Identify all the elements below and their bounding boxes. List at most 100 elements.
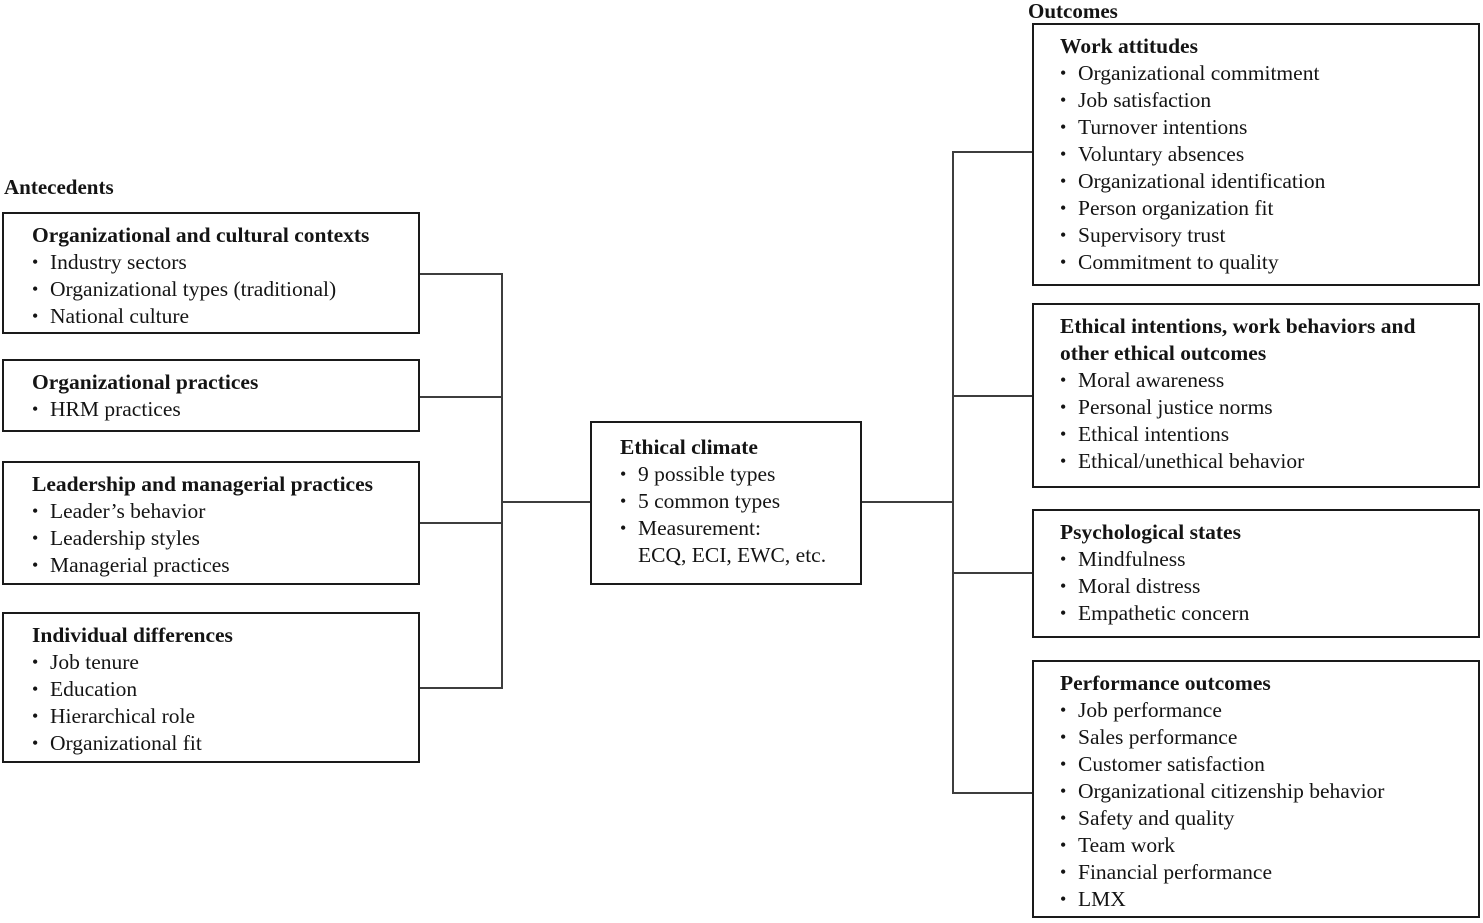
bullet-item: •Job performance: [1060, 697, 1466, 724]
bullet-item: •HRM practices: [32, 396, 406, 423]
bullet-text: Empathetic concern: [1078, 601, 1250, 625]
bullet-icon: •: [620, 464, 627, 484]
bullet-text: Organizational fit: [50, 731, 202, 755]
box-work-attitudes: Work attitudes •Organizational commitmen…: [1032, 23, 1480, 286]
bullet-item: •Financial performance: [1060, 859, 1466, 886]
box-ethical-climate: Ethical climate •9 possible types•5 comm…: [590, 421, 862, 585]
bullet-text: Ethical intentions: [1078, 422, 1230, 446]
connector-line: [862, 501, 953, 503]
box-title: Organizational practices: [32, 370, 259, 394]
bullet-item: • Industry sectors: [32, 249, 406, 276]
box-organizational-cultural-contexts: Organizational and cultural contexts • In…: [2, 212, 420, 334]
bullet-icon: •: [1060, 808, 1067, 828]
bullet-text: Job performance: [1078, 698, 1222, 722]
box-title: Individual differences: [32, 623, 233, 647]
bullet-icon: •: [1060, 397, 1067, 417]
left-trunk-line: [501, 273, 503, 689]
bullet-item: •Turnover intentions: [1060, 114, 1466, 141]
bullet-item: •Organizational types (traditional): [32, 276, 406, 303]
bullet-list: •HRM practices: [32, 396, 406, 423]
bullet-item: •Organizational commitment: [1060, 60, 1466, 87]
bullet-text: Industry sectors: [50, 250, 187, 274]
bullet-text: Organizational commitment: [1078, 61, 1320, 85]
connector-line: [954, 395, 1032, 397]
bullet-item: •Leadership styles: [32, 525, 406, 552]
bullet-item: •Voluntary absences: [1060, 141, 1466, 168]
bullet-item: •Managerial practices: [32, 552, 406, 579]
bullet-icon: •: [1060, 171, 1067, 191]
bullet-item: • Ethical intentions: [1060, 421, 1466, 448]
bullet-text: Hierarchical role: [50, 704, 196, 728]
bullet-icon: •: [32, 252, 39, 272]
bullet-item: •Supervisory trust: [1060, 222, 1466, 249]
bullet-icon: •: [1060, 603, 1067, 623]
bullet-item: •Person organization fit: [1060, 195, 1466, 222]
bullet-icon: •: [1060, 252, 1067, 272]
box-title: Performance outcomes: [1060, 671, 1271, 695]
bullet-text: Organizational identification: [1078, 169, 1326, 193]
bullet-text: Moral awareness: [1078, 368, 1225, 392]
bullet-text: Moral distress: [1078, 574, 1201, 598]
box-leadership-managerial-practices: Leadership and managerial practices •Lea…: [2, 461, 420, 585]
bullet-text: Ethical/unethical behavior: [1078, 449, 1305, 473]
box-title: Ethical intentions, work behaviors and o…: [1060, 314, 1416, 365]
bullet-item: • Empathetic concern: [1060, 600, 1466, 627]
bullet-item: • Team work: [1060, 832, 1466, 859]
bullet-icon: •: [1060, 198, 1067, 218]
bullet-list: •Organizational commitment•Job satisfact…: [1060, 60, 1466, 276]
bullet-item: •Organizational fit: [32, 730, 406, 757]
box-performance-outcomes: Performance outcomes •Job performance•Sa…: [1032, 660, 1480, 918]
bullet-text: Organizational types (traditional): [50, 277, 337, 301]
bullet-text: Commitment to quality: [1078, 250, 1279, 274]
box-title: Psychological states: [1060, 520, 1241, 544]
bullet-item: •LMX: [1060, 886, 1466, 913]
connector-line: [954, 151, 1032, 153]
bullet-item: •Job tenure: [32, 649, 406, 676]
box-title: Organizational and cultural contexts: [32, 223, 370, 247]
bullet-text: Mindfulness: [1078, 547, 1186, 571]
bullet-item: • Hierarchical role: [32, 703, 406, 730]
bullet-item: •Moral distress: [1060, 573, 1466, 600]
bullet-icon: •: [1060, 90, 1067, 110]
bullet-icon: •: [1060, 835, 1067, 855]
bullet-item: •Sales performance: [1060, 724, 1466, 751]
bullet-text: Safety and quality: [1078, 806, 1235, 830]
bullet-icon: •: [32, 555, 39, 575]
bullet-icon: •: [1060, 781, 1067, 801]
bullet-list: •Job performance•Sales performance•Custo…: [1060, 697, 1466, 913]
measurement-continuation-text: ECQ, ECI, EWC, etc.: [638, 543, 827, 567]
bullet-text: Job tenure: [50, 650, 139, 674]
outcomes-section-label: Outcomes: [1028, 0, 1118, 23]
bullet-icon: •: [32, 306, 39, 326]
bullet-text: Turnover intentions: [1078, 115, 1248, 139]
connector-line: [420, 396, 503, 398]
bullet-icon: •: [1060, 862, 1067, 882]
connector-line: [420, 273, 503, 275]
box-organizational-practices: Organizational practices •HRM practices: [2, 359, 420, 432]
box-ethical-intentions-work-behaviors: Ethical intentions, work behaviors and o…: [1032, 303, 1480, 488]
bullet-list: •Moral awareness•Personal justice norms•…: [1060, 367, 1466, 475]
bullet-icon: •: [1060, 144, 1067, 164]
bullet-icon: •: [1060, 370, 1067, 390]
bullet-text: Team work: [1078, 833, 1176, 857]
bullet-item: •Organizational citizenship behavior: [1060, 778, 1466, 805]
bullet-icon: •: [620, 518, 627, 538]
bullet-icon: •: [1060, 424, 1067, 444]
bullet-text: Personal justice norms: [1078, 395, 1273, 419]
bullet-item: •Education: [32, 676, 406, 703]
bullet-item: • Mindfulness: [1060, 546, 1466, 573]
connector-line: [503, 501, 590, 503]
bullet-icon: •: [32, 706, 39, 726]
bullet-list: •Industry sectors•Organizational types (…: [32, 249, 406, 330]
bullet-list: •Job tenure•Education • Hierarchical role•…: [32, 649, 406, 757]
bullet-item: • Moral awareness: [1060, 367, 1466, 394]
connector-line: [420, 687, 503, 689]
bullet-item: • Ethical/unethical behavior: [1060, 448, 1466, 475]
bullet-icon: •: [32, 528, 39, 548]
connector-line: [954, 792, 1032, 794]
bullet-list: •9 possible types•5 common types•Measure…: [620, 461, 848, 542]
bullet-text: Supervisory trust: [1078, 223, 1226, 247]
bullet-icon: •: [1060, 451, 1067, 471]
bullet-icon: •: [1060, 549, 1067, 569]
bullet-text: Customer satisfaction: [1078, 752, 1265, 776]
